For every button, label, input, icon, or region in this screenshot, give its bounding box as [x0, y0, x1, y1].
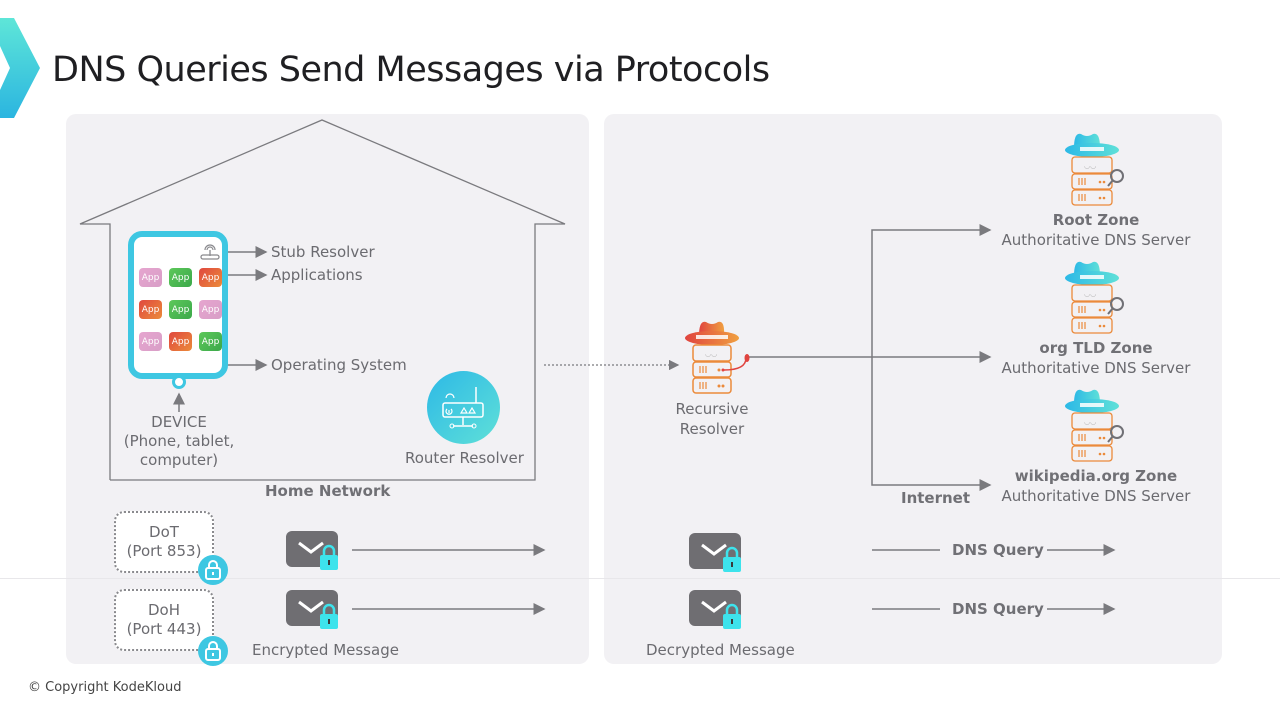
decrypted-message-label: Decrypted Message: [646, 641, 795, 659]
svg-text:◡◡: ◡◡: [1084, 162, 1096, 170]
doh-protocol-box: DoH(Port 443): [114, 589, 214, 651]
envelope-lock-icon: [689, 533, 741, 572]
house-outline: [79, 119, 566, 481]
app-icon: App: [169, 300, 192, 319]
app-icon: App: [199, 300, 222, 319]
root-zone-arrow: [871, 224, 992, 357]
wikipedia-zone-arrow: [871, 357, 992, 491]
authoritative-server-icon: ◡◡: [1065, 389, 1124, 462]
protocol-name: DoT: [149, 523, 179, 541]
recursive-resolver-label: Recursive Resolver: [662, 399, 762, 439]
internet-panel: [604, 114, 1222, 664]
encrypted-message-label: Encrypted Message: [252, 641, 399, 659]
envelope-lock-icon: [689, 590, 741, 629]
zone-name: wikipedia.org Zone: [1014, 467, 1178, 485]
authoritative-server-icon: ◡◡: [1065, 261, 1124, 334]
internet-label: Internet: [901, 489, 971, 507]
app-icon: App: [199, 268, 222, 287]
device-caption-line: computer): [139, 451, 219, 469]
recursive-resolver-line: Recursive: [675, 400, 749, 418]
svg-text:◡◡: ◡◡: [1084, 418, 1096, 426]
protocol-port: (Port 443): [126, 620, 202, 638]
zone-name: Root Zone: [1052, 211, 1140, 229]
device-caption-line: (Phone, tablet,: [123, 432, 235, 450]
svg-text:◡◡: ◡◡: [705, 350, 717, 358]
lock-badge-icon: [198, 636, 228, 666]
zone-name: org TLD Zone: [1039, 339, 1153, 357]
stub-resolver-icon: [200, 244, 220, 260]
kodekloud-logo-icon: [0, 18, 40, 118]
device-caption: DEVICE (Phone, tablet, computer): [110, 413, 248, 470]
envelope-lock-icon: [286, 531, 338, 570]
router-resolver-icon: [427, 371, 500, 444]
device-caption-line: DEVICE: [151, 413, 207, 431]
app-icon: App: [139, 268, 162, 287]
operating-system-label: Operating System: [271, 356, 407, 374]
server-type: Authoritative DNS Server: [1001, 487, 1191, 505]
row-divider: [0, 578, 1280, 579]
app-icon: App: [169, 268, 192, 287]
server-type: Authoritative DNS Server: [1001, 359, 1191, 377]
app-icon: App: [169, 332, 192, 351]
authoritative-server-icon: ◡◡: [1065, 133, 1124, 206]
recursive-resolver-icon: ◡◡: [685, 321, 750, 394]
copyright-text: © Copyright KodeKloud: [28, 680, 182, 695]
page-title: DNS Queries Send Messages via Protocols: [52, 50, 770, 90]
authoritative-server-label: Root Zone Authoritative DNS Server: [986, 210, 1206, 250]
app-icon: App: [199, 332, 222, 351]
server-type: Authoritative DNS Server: [1001, 231, 1191, 249]
app-icon: App: [139, 300, 162, 319]
authoritative-server-label: wikipedia.org Zone Authoritative DNS Ser…: [986, 466, 1206, 506]
recursive-resolver-line: Resolver: [679, 420, 745, 438]
applications-label: Applications: [271, 266, 363, 284]
protocol-port: (Port 853): [126, 542, 202, 560]
lock-badge-icon: [198, 555, 228, 585]
stub-resolver-label: Stub Resolver: [271, 243, 375, 261]
device-home-button: [172, 375, 186, 389]
protocol-name: DoH: [147, 601, 180, 619]
envelope-lock-icon: [286, 590, 338, 629]
authoritative-server-label: org TLD Zone Authoritative DNS Server: [986, 338, 1206, 378]
app-icon: App: [139, 332, 162, 351]
dns-query-label: DNS Query: [952, 541, 1044, 559]
svg-text:◡◡: ◡◡: [1084, 290, 1096, 298]
router-resolver-label: Router Resolver: [405, 449, 524, 467]
home-network-label: Home Network: [265, 482, 391, 500]
dns-query-label: DNS Query: [952, 600, 1044, 618]
dot-protocol-box: DoT(Port 853): [114, 511, 214, 573]
